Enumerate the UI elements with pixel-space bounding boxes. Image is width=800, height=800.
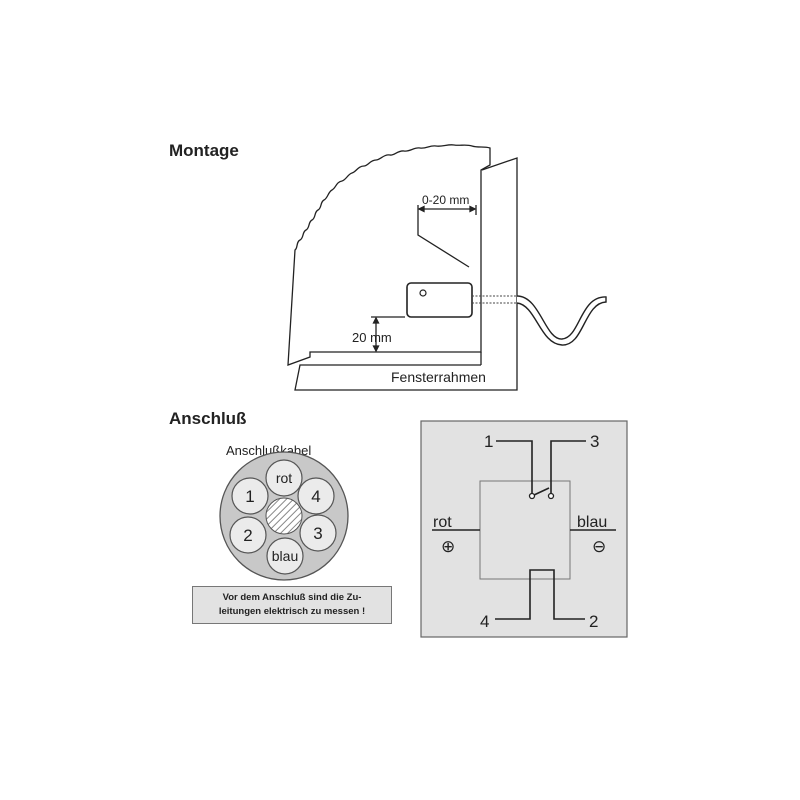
terminal-1-label: 1 [484,432,493,451]
montage-heading: Montage [169,141,239,160]
wire-label-3: 3 [313,524,322,543]
wire-label-rot: rot [276,470,292,486]
gap-dimension-label: 0-20 mm [422,193,469,207]
wire-label-1: 1 [245,487,254,506]
schematic-outer-box [420,420,628,638]
window-frame-outline [294,157,518,391]
wire-blau [266,537,304,575]
rot-label: rot [433,514,452,531]
montage-drawing [287,144,518,391]
wire-2 [229,516,267,554]
warning-box: Vor dem Anschluß sind die Zu- leitungen … [192,586,392,624]
magnet-guide-line [417,215,470,268]
window-sash-outline [287,144,491,366]
wire-label-blau: blau [272,548,298,564]
wiring-schematic: 1 3 4 2 rot blau ⊕ ⊖ [420,420,628,638]
blau-label: blau [577,514,607,531]
wire-3 [299,514,337,552]
cable-cross-section: rot 1 4 2 3 blau [219,451,349,581]
terminal-3-label: 3 [590,432,599,451]
terminal-4-label: 4 [480,612,489,631]
wire-4 [297,477,335,515]
connection-cable [516,295,607,346]
hatched-core [265,497,303,535]
contact-housing [406,282,473,318]
anschluss-heading: Anschluß [169,409,247,428]
wire-1 [231,477,269,515]
warning-line-1: Vor dem Anschluß sind die Zu- [222,592,362,603]
minus-symbol: ⊖ [592,537,606,556]
terminal-2-label: 2 [589,612,598,631]
warning-line-2: leitungen elektrisch zu messen ! [218,606,366,617]
wire-label-4: 4 [311,487,320,506]
plus-symbol: ⊕ [441,537,455,556]
height-dimension-label: 20 mm [352,330,392,345]
cable-through-frame [472,295,517,304]
wire-rot [265,459,303,497]
housing-screw-hole [419,289,427,297]
frame-label: Fensterrahmen [391,369,486,385]
wire-label-2: 2 [243,526,252,545]
